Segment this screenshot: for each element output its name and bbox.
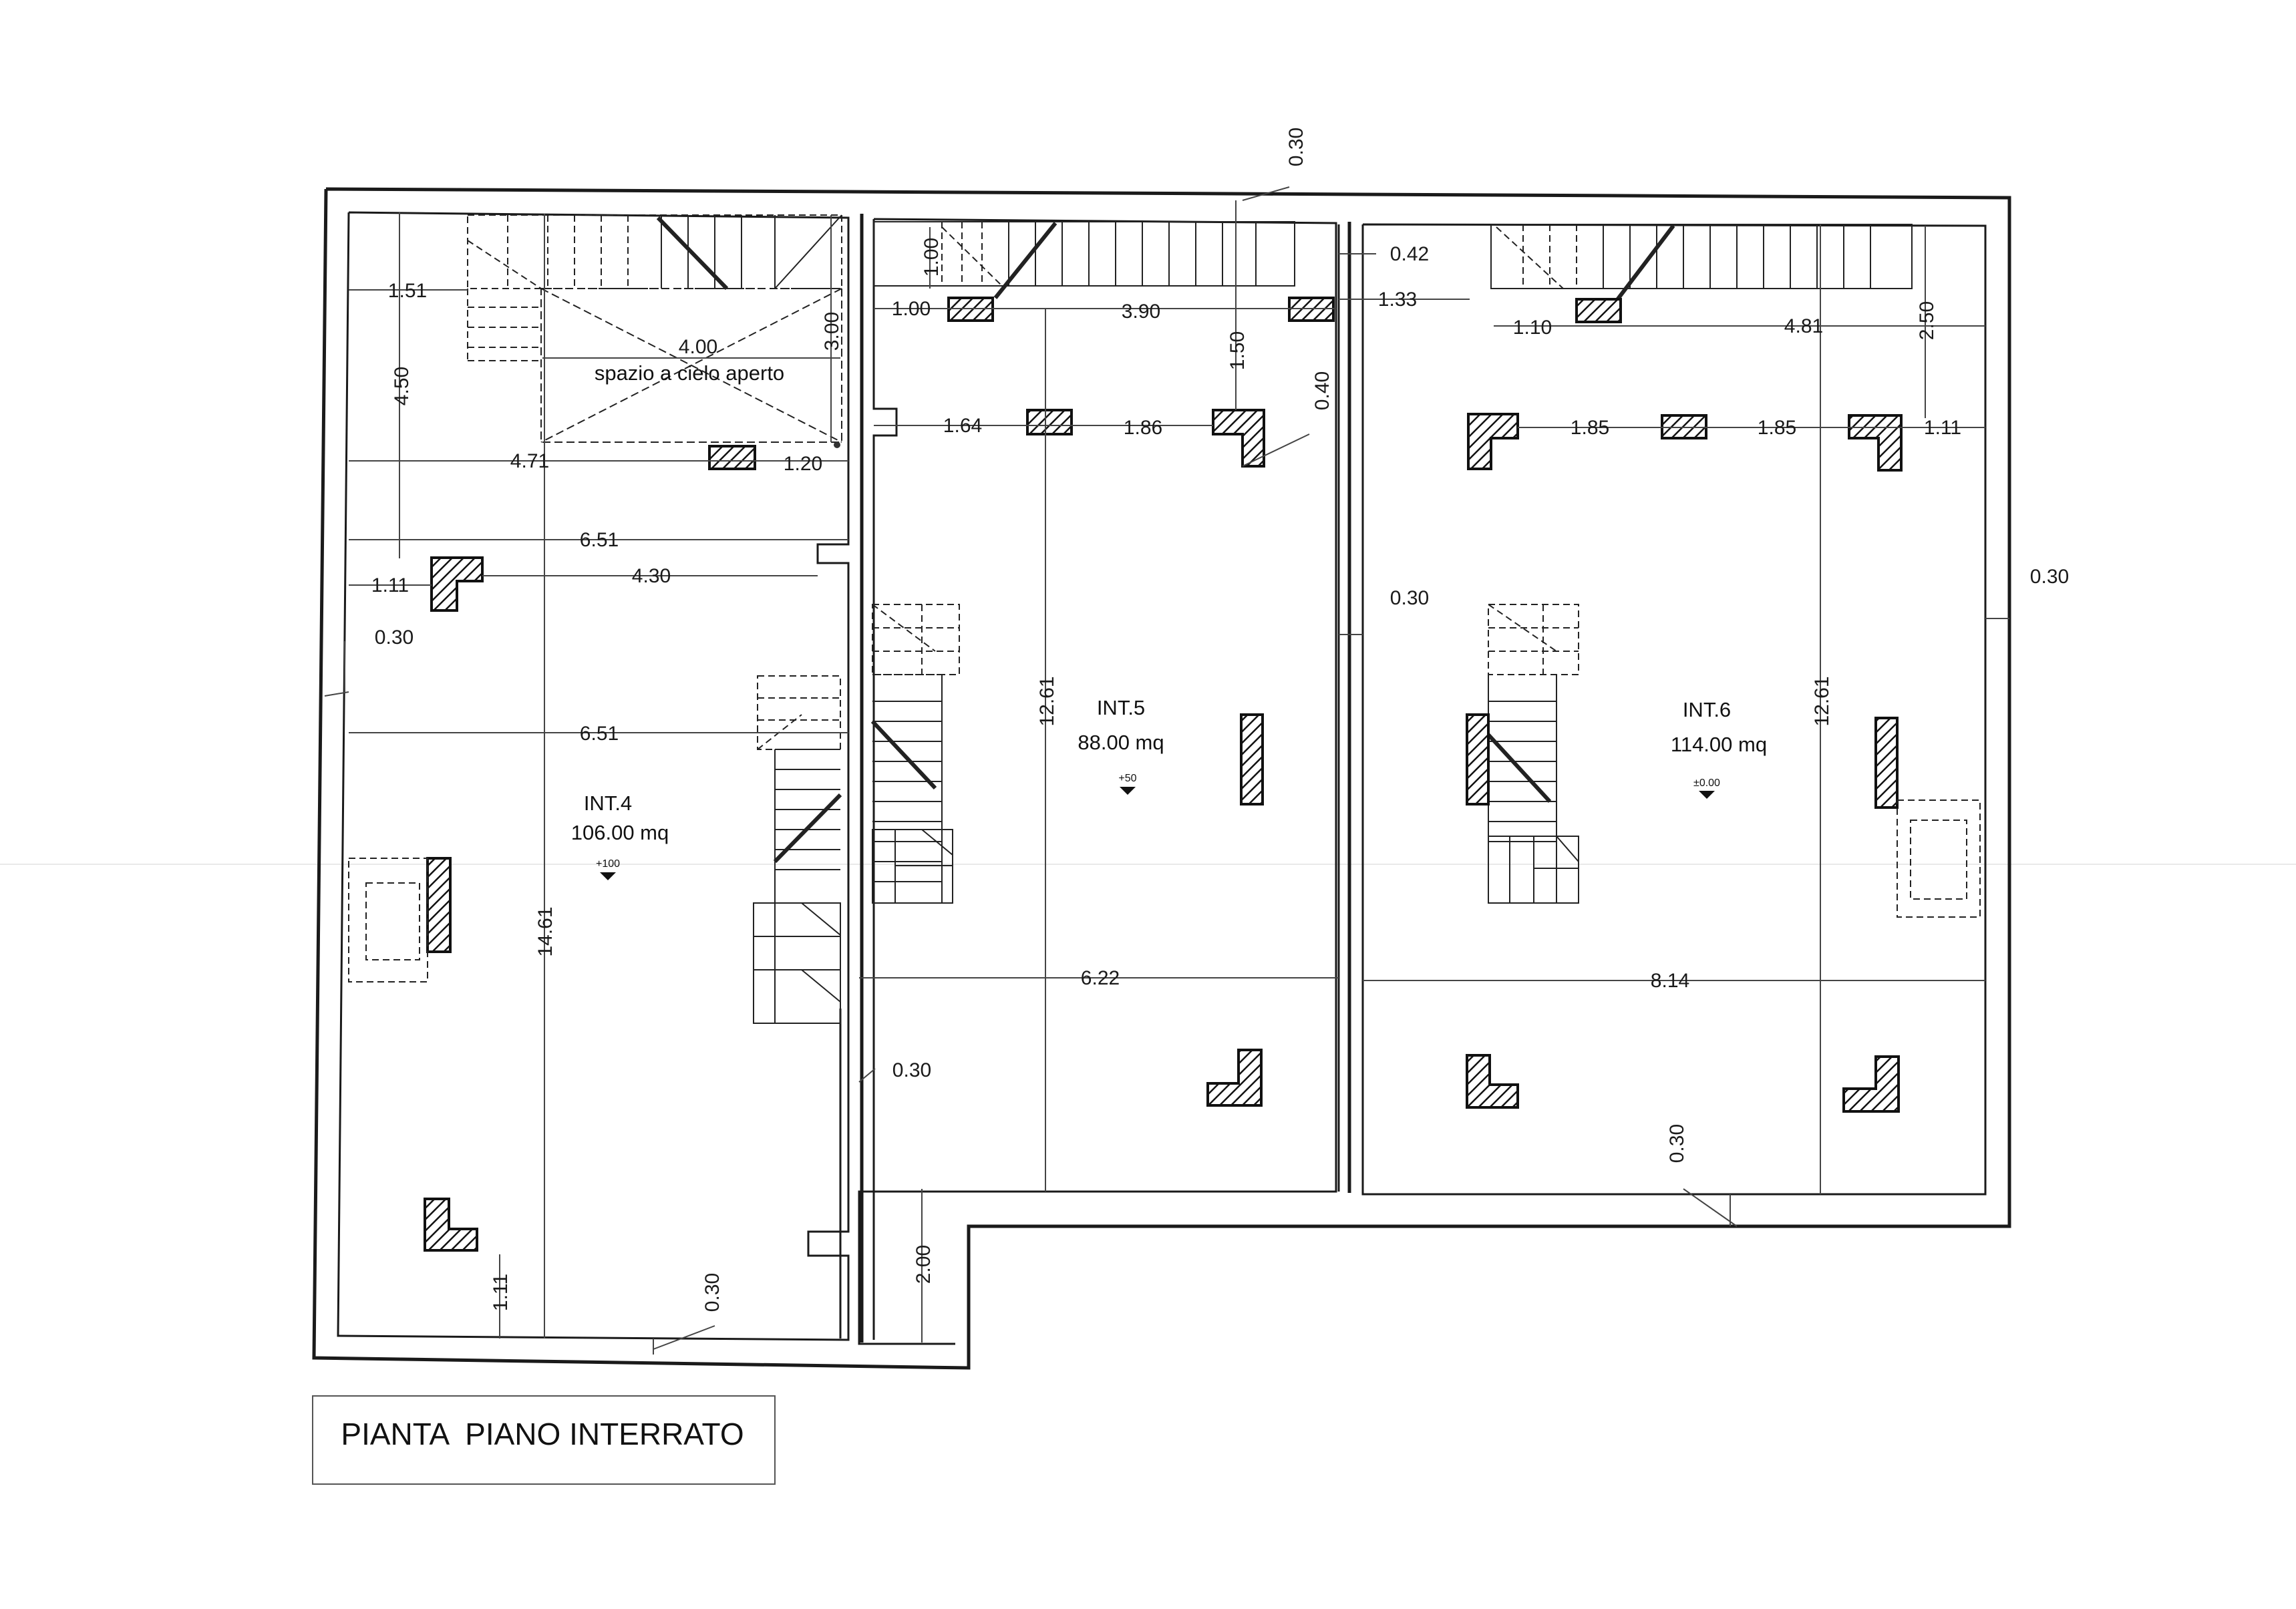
open-space (540, 288, 842, 448)
title-block: PIANTA PIANO INTERRATO (312, 1395, 776, 1485)
dim-label: 3.00 (821, 312, 843, 351)
pillar (424, 1198, 478, 1252)
pillars (424, 297, 1903, 1252)
dim-label: 2.00 (913, 1245, 935, 1284)
stair-int4-top (467, 214, 842, 361)
unit-name: INT.5 (1097, 696, 1145, 719)
stair-int5-interior (870, 604, 960, 904)
pillar (1842, 1055, 1900, 1113)
walls (312, 187, 2011, 1370)
dim-label: 4.30 (632, 565, 671, 587)
pillar (426, 857, 452, 953)
pillar (1240, 713, 1264, 806)
dim-label: 0.30 (1390, 587, 1429, 609)
dim-label: 1.85 (1758, 417, 1796, 439)
dim-label: 1.50 (1226, 331, 1249, 370)
dim-label: 1.86 (1124, 417, 1162, 439)
room-labels: spazio a cielo aperto INT.4 106.00 mq +1… (571, 361, 1767, 870)
dim-label: 2.50 (1916, 301, 1938, 340)
dim-label: 0.30 (701, 1273, 723, 1312)
dim-label: 8.14 (1651, 970, 1689, 992)
dim-label: 0.30 (1666, 1124, 1688, 1163)
stair-int6-top (1490, 224, 1913, 302)
unit-area: 88.00 mq (1078, 731, 1164, 754)
dim-label: 1.85 (1571, 417, 1609, 439)
dim-label: 3.90 (1122, 301, 1160, 323)
unit-level: +50 (1118, 773, 1136, 784)
dim-label: 0.40 (1311, 371, 1333, 410)
pillar (430, 556, 484, 612)
dim-label: 12.61 (1811, 676, 1833, 726)
dim-label: 1.00 (921, 238, 943, 277)
dimension-lines (324, 186, 2009, 1355)
plan-title: PIANTA PIANO INTERRATO (341, 1417, 744, 1451)
dim-label: 4.00 (679, 336, 717, 358)
shaft (1897, 799, 1981, 918)
inner-wall-int5-left (872, 219, 898, 1340)
dim-label: 1.11 (1924, 417, 1961, 439)
unit-level: +100 (596, 858, 620, 870)
dim-label: 1.20 (784, 453, 822, 475)
shaft (348, 858, 428, 982)
dim-label: 1.00 (892, 298, 931, 320)
title-frame (312, 1395, 776, 1485)
pillar (1026, 409, 1073, 435)
open-space-label: spazio a cielo aperto (595, 361, 784, 385)
unit-name: INT.4 (584, 791, 632, 815)
dim-label: 6.51 (580, 723, 619, 745)
stair-int6-interior (1486, 604, 1579, 904)
stair-int4-interior (753, 675, 842, 1024)
level-markers (600, 787, 1715, 880)
stair-int5-top (873, 221, 1295, 299)
dim-label: 1.51 (388, 280, 427, 302)
pillar (1467, 413, 1519, 470)
dim-label: 4.71 (510, 450, 549, 472)
dim-label: 1.64 (943, 415, 982, 437)
shaft (1910, 820, 1967, 900)
dimension-labels: 0.30 1.51 4.00 3.00 4.50 4.71 1.20 6.51 … (371, 128, 2069, 1312)
dim-label: 1.11 (490, 1274, 512, 1311)
pillar (1874, 717, 1899, 809)
pillar (708, 445, 756, 470)
shaft (365, 882, 420, 960)
pillar (1466, 713, 1490, 806)
outer-wall (312, 187, 2011, 1370)
pillar (1212, 409, 1265, 468)
dim-label: 6.51 (580, 529, 619, 551)
pillar (1575, 298, 1622, 323)
dim-label: 0.30 (375, 627, 414, 649)
dim-label: 0.30 (892, 1059, 931, 1081)
pillar (1206, 1049, 1263, 1107)
dim-label: 4.50 (391, 367, 413, 405)
dim-label: 6.22 (1081, 967, 1120, 989)
dim-label: 0.42 (1390, 243, 1429, 265)
pillar (1466, 1054, 1519, 1109)
dim-label: 12.61 (1036, 676, 1058, 726)
dim-label: 0.30 (2030, 566, 2069, 588)
dim-label: 4.81 (1784, 315, 1823, 337)
inner-wall (337, 211, 850, 1341)
unit-area: 106.00 mq (571, 821, 669, 844)
pillar (1848, 414, 1903, 472)
inner-wall-int6 (1361, 223, 1987, 1196)
dim-label: 0.30 (1285, 128, 1307, 166)
dim-label: 14.61 (534, 906, 556, 956)
stairs (467, 214, 1913, 1024)
dim-label: 1.11 (371, 574, 409, 596)
unit-level: ±0.00 (1693, 777, 1720, 789)
dim-label: 1.10 (1513, 317, 1552, 339)
dim-label: 1.33 (1378, 289, 1417, 311)
unit-area: 114.00 mq (1671, 733, 1767, 756)
unit-name: INT.6 (1683, 698, 1731, 721)
